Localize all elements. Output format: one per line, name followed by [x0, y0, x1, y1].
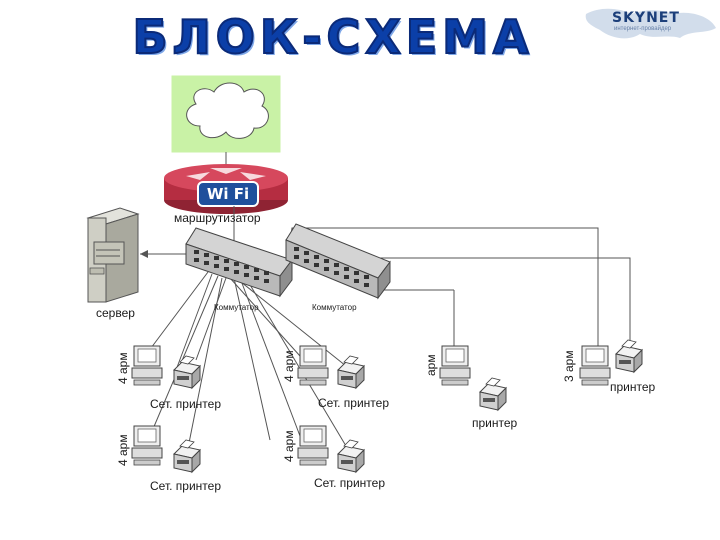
workstation-group-3	[131, 425, 201, 473]
server-icon	[86, 207, 140, 303]
switch-1-label: Коммутатор	[214, 303, 259, 312]
group-2-printer: Сет. принтер	[318, 396, 389, 410]
group-3-printer: Сет. принтер	[150, 479, 221, 493]
triple-workstation-group	[579, 339, 643, 386]
world-map-graphic	[585, 8, 716, 39]
arrow-to-server	[140, 250, 148, 258]
single-workstation-group	[439, 345, 507, 411]
wifi-badge: Wi Fi	[206, 185, 250, 203]
server-label: сервер	[96, 306, 135, 320]
workstation-group-2	[297, 345, 365, 389]
group-4-printer: Сет. принтер	[314, 476, 385, 490]
switch-2-label: Коммутатор	[312, 303, 357, 312]
group-4-seats: 4 арм	[282, 430, 296, 462]
single-printer: принтер	[472, 416, 518, 430]
page-title: БЛОК-СХЕМА	[131, 9, 534, 65]
switch-1-icon	[185, 227, 293, 298]
workstation-group-4	[297, 425, 365, 473]
router-icon	[164, 164, 288, 214]
internet-cloud	[171, 75, 281, 153]
group-1-seats: 4 арм	[116, 352, 130, 384]
group-1-printer: Сет. принтер	[150, 397, 221, 411]
router-label: маршрутизатор	[174, 211, 261, 225]
triple-seats: 3 арм	[562, 350, 576, 382]
logo-tagline: интернет-провайдер	[614, 26, 672, 32]
triple-printer: принтер	[610, 380, 656, 394]
group-3-seats: 4 арм	[116, 434, 130, 466]
workstation-group-1	[131, 345, 201, 389]
logo-name: SKYNET	[612, 10, 680, 26]
switch-2-icon	[285, 223, 391, 300]
group-2-seats: 4 арм	[282, 350, 296, 382]
single-seats: арм	[424, 354, 438, 376]
